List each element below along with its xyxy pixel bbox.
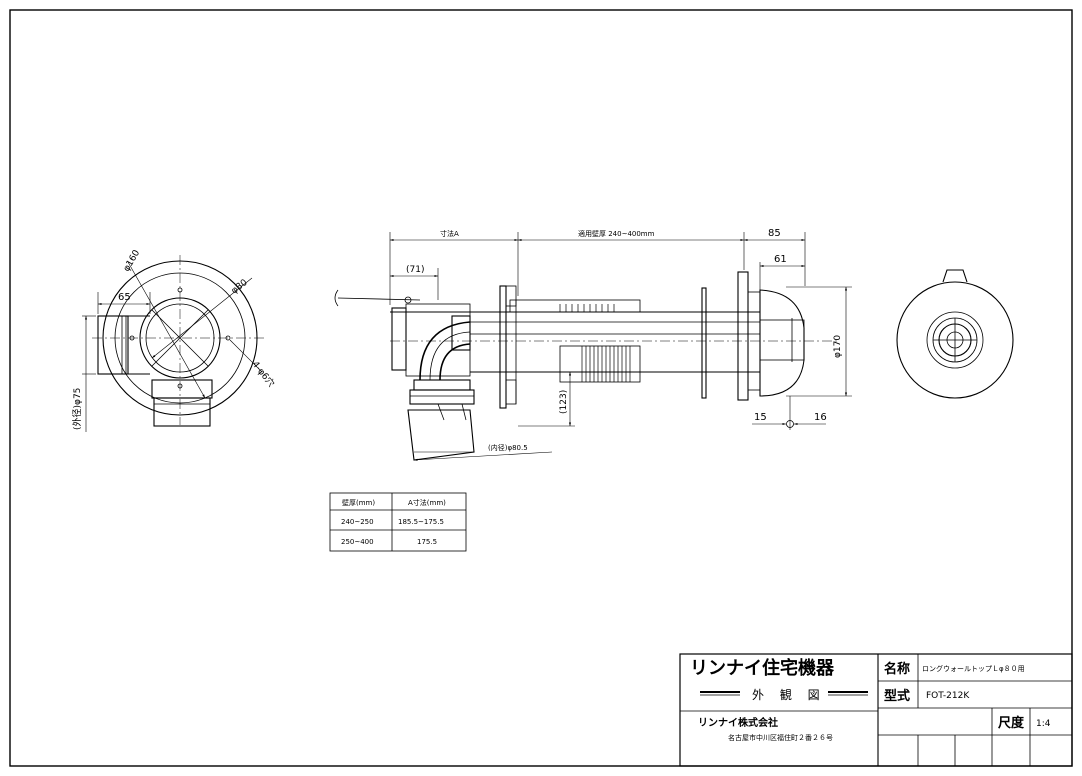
drawing-type: 外 観 図	[752, 688, 826, 702]
brand-name: リンナイ住宅機器	[690, 657, 835, 679]
scale-label: 尺度	[998, 715, 1025, 731]
table-cell: 250~400	[341, 538, 374, 546]
company-name: リンナイ株式会社	[698, 716, 778, 729]
title-block: リンナイ住宅機器 外 観 図 リンナイ株式会社 名古屋市中川区福住町２番２６号 …	[679, 653, 1073, 767]
dim-a: 寸法A	[440, 229, 459, 238]
scale-value: 1:4	[1036, 719, 1051, 729]
sheet-border	[9, 9, 1073, 767]
dim-61: 61	[774, 254, 787, 265]
table-cell: 240~250	[341, 518, 374, 526]
side-view: 65 (外径)φ75 φ160 φ80 4-φ6穴	[71, 248, 277, 432]
table-cell: 185.5~175.5	[398, 518, 444, 526]
company-address: 名古屋市中川区福住町２番２６号	[728, 733, 833, 742]
dim-phi80: φ80	[230, 278, 250, 297]
table-header-a: A寸法(mm)	[408, 498, 446, 507]
dim-71: (71)	[406, 265, 424, 275]
dim-4-holes: 4-φ6穴	[250, 358, 278, 389]
dim-16: 16	[814, 412, 827, 423]
dim-65-side: 65	[118, 292, 131, 303]
dim-123: (123)	[559, 390, 569, 414]
name-label: 名称	[884, 661, 910, 677]
dim-inner-80-5: (内径)φ80.5	[488, 443, 528, 452]
front-view: 寸法A 適用壁厚 240~400mm 85 (71) 61 φ170 (123)…	[334, 228, 852, 461]
dim-wall-thickness: 適用壁厚 240~400mm	[578, 229, 655, 238]
dim-phi160: φ160	[122, 248, 142, 273]
end-view	[896, 269, 1014, 399]
model-value: FOT-212K	[926, 691, 970, 701]
dim-85: 85	[768, 228, 781, 239]
name-value: ロングウォールトップＬφ８０用	[922, 664, 1025, 673]
dim-phi170: φ170	[833, 335, 843, 358]
spec-table: 壁厚(mm) A寸法(mm) 240~250 185.5~175.5 250~4…	[329, 492, 467, 552]
table-header-wall: 壁厚(mm)	[342, 498, 375, 507]
model-label: 型式	[884, 688, 910, 704]
dim-15: 15	[754, 412, 767, 423]
dim-outer-75: (外径)φ75	[71, 388, 83, 430]
table-cell: 175.5	[417, 538, 437, 546]
